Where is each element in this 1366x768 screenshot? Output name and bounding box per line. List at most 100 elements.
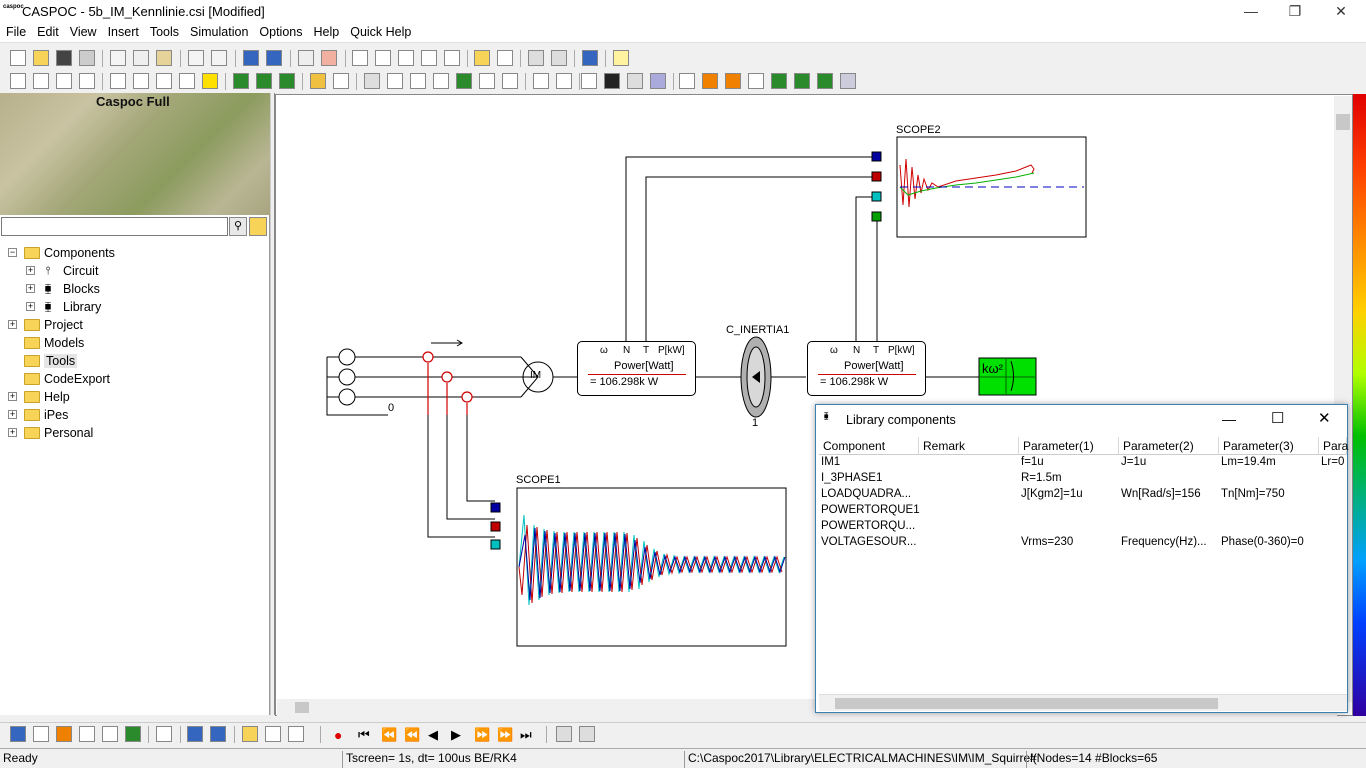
timer-icon[interactable] [581, 73, 597, 89]
table-row[interactable]: VOLTAGESOUR... Vrms=230 Frequency(Hz)...… [821, 536, 1304, 548]
library-horizontal-scrollbar[interactable] [819, 694, 1347, 711]
fast-rewind-icon[interactable]: ⏪ [381, 727, 398, 742]
panel-splitter[interactable] [270, 93, 275, 715]
record-icon[interactable] [604, 73, 620, 89]
wire-tool-icon[interactable] [298, 50, 314, 66]
document-view-icon[interactable] [33, 726, 49, 742]
refresh-icon[interactable] [156, 726, 172, 742]
table-row[interactable]: LOADQUADRA... J[Kgm2]=1u Wn[Rad/s]=156 T… [821, 488, 1285, 500]
redo-icon[interactable] [211, 50, 227, 66]
sort-icon[interactable] [444, 50, 460, 66]
crosshair-icon[interactable] [533, 73, 549, 89]
menu-insert[interactable]: Insert [107, 25, 139, 39]
expand-icon[interactable]: + [26, 301, 35, 311]
counter-view-icon[interactable] [56, 726, 72, 742]
list-edit-icon[interactable] [421, 50, 437, 66]
meter-icon[interactable] [627, 73, 643, 89]
record-button-icon[interactable]: ● [334, 727, 343, 743]
block-view-icon[interactable] [79, 726, 95, 742]
expand-icon[interactable]: + [26, 265, 35, 275]
table-view-icon[interactable] [265, 726, 281, 742]
pause-simulation-icon[interactable] [266, 50, 282, 66]
menu-edit[interactable]: Edit [37, 25, 59, 39]
model-icon[interactable] [528, 50, 544, 66]
capacitor-icon[interactable] [110, 73, 126, 89]
copy-icon[interactable] [133, 50, 149, 66]
library-scroll-thumb[interactable] [835, 698, 1218, 709]
network-a-icon[interactable] [187, 726, 203, 742]
open-file-icon[interactable] [33, 50, 49, 66]
component-b-icon[interactable] [725, 73, 741, 89]
edit-tool-icon[interactable] [288, 726, 304, 742]
expand-icon[interactable]: + [8, 391, 17, 401]
export-icon[interactable] [474, 50, 490, 66]
list-tool-icon[interactable] [398, 50, 414, 66]
zoom-height-icon[interactable] [79, 73, 95, 89]
forward-end-icon[interactable]: ⏭ [520, 727, 532, 742]
grid-icon[interactable] [556, 73, 572, 89]
run-simulation-icon[interactable] [243, 50, 259, 66]
menu-view[interactable]: View [69, 25, 97, 39]
zoom-fit-icon[interactable] [33, 73, 49, 89]
library-window-titlebar[interactable]: ⧯ Library components — ☐ ✕ [816, 405, 1347, 435]
restore-button[interactable]: ❐ [1288, 3, 1302, 19]
fast-forward-icon[interactable]: ⏩ [497, 727, 514, 742]
text-tool-icon[interactable] [333, 73, 349, 89]
column-header[interactable]: Remark [919, 437, 1019, 455]
minimize-button[interactable]: — [1244, 3, 1258, 19]
numbering-icon[interactable] [479, 73, 495, 89]
cut-icon[interactable] [110, 50, 126, 66]
vertical-scroll-thumb[interactable] [1336, 114, 1350, 130]
help-icon[interactable] [613, 50, 629, 66]
library-component-icon[interactable] [233, 73, 249, 89]
probe-icon[interactable] [202, 73, 218, 89]
column-header[interactable]: Parameter(3) [1219, 437, 1319, 455]
zoom-100-icon[interactable] [10, 73, 26, 89]
move-icon[interactable] [679, 73, 695, 89]
mirror-icon[interactable] [410, 73, 426, 89]
horizontal-scroll-thumb[interactable] [295, 702, 309, 713]
component-a-icon[interactable] [702, 73, 718, 89]
menu-help[interactable]: Help [313, 25, 340, 39]
model-edit-icon[interactable] [551, 50, 567, 66]
search-input[interactable] [1, 217, 228, 236]
zoom-width-icon[interactable] [56, 73, 72, 89]
step-back-icon[interactable]: ◀ [428, 727, 438, 742]
connect-icon[interactable] [456, 73, 472, 89]
search-options-icon[interactable] [249, 217, 267, 236]
expand-icon[interactable]: + [8, 409, 17, 419]
chip-c-icon[interactable] [817, 73, 833, 89]
library-block-icon[interactable] [256, 73, 272, 89]
column-header[interactable]: Component [819, 437, 919, 455]
resistor-icon[interactable] [133, 73, 149, 89]
node-icon[interactable] [387, 73, 403, 89]
expand-icon[interactable]: + [26, 283, 35, 293]
power-block-1[interactable]: ω N T P[kW] Power[Watt] = 106.298k W [577, 341, 696, 396]
step-forward-icon[interactable]: ⏩ [474, 727, 491, 742]
play-icon[interactable]: ▶ [451, 727, 461, 742]
chip-b-icon[interactable] [794, 73, 810, 89]
menu-options[interactable]: Options [259, 25, 303, 39]
collapse-icon[interactable]: − [8, 247, 17, 257]
power-block-2[interactable]: ω N T P[kW] Power[Watt] = 106.298k W [807, 341, 926, 396]
chip-a-icon[interactable] [771, 73, 787, 89]
rewind-icon[interactable]: ⏪ [404, 727, 421, 742]
align-icon[interactable] [433, 73, 449, 89]
table-row[interactable]: POWERTORQUE1 [821, 504, 920, 516]
library-close-button[interactable]: ✕ [1318, 410, 1331, 427]
network-icon[interactable] [582, 50, 598, 66]
column-header[interactable]: Parameter(2) [1119, 437, 1219, 455]
network-b-icon[interactable] [210, 726, 226, 742]
save-icon[interactable] [56, 50, 72, 66]
download-icon[interactable] [125, 726, 141, 742]
menu-file[interactable]: File [6, 25, 27, 39]
inductor-icon[interactable] [156, 73, 172, 89]
cascade-window-icon[interactable] [579, 726, 595, 742]
paste-icon[interactable] [156, 50, 172, 66]
table-row[interactable]: POWERTORQU... [821, 520, 916, 532]
rewind-start-icon[interactable]: ⏮ [358, 727, 370, 742]
menu-tools[interactable]: Tools [149, 25, 180, 39]
undo-icon[interactable] [188, 50, 204, 66]
hand-tool-icon[interactable] [352, 50, 368, 66]
menu-simulation[interactable]: Simulation [190, 25, 249, 39]
